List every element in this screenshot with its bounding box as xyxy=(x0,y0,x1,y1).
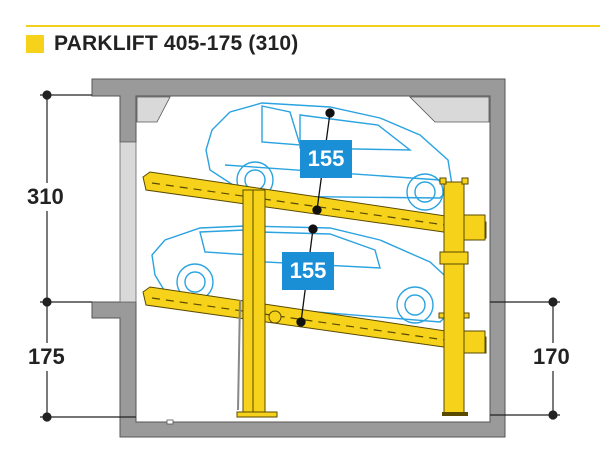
title-square-icon xyxy=(26,35,44,53)
dimension-right-height: 170 xyxy=(533,343,570,371)
upper-car-height-badge: 155 xyxy=(300,140,352,178)
top-rule xyxy=(26,25,600,27)
right-column xyxy=(438,177,470,416)
lower-car-outline xyxy=(151,225,456,324)
title-row: PARKLIFT 405-175 (310) xyxy=(26,32,298,56)
concrete-structure xyxy=(91,78,506,438)
dimension-pit-depth: 175 xyxy=(28,343,65,371)
lower-car-height-badge: 155 xyxy=(282,252,334,290)
page-title: PARKLIFT 405-175 (310) xyxy=(54,32,299,55)
dimension-upper-height: 310 xyxy=(27,183,64,211)
lower-platform xyxy=(142,286,487,354)
left-column xyxy=(236,189,278,418)
